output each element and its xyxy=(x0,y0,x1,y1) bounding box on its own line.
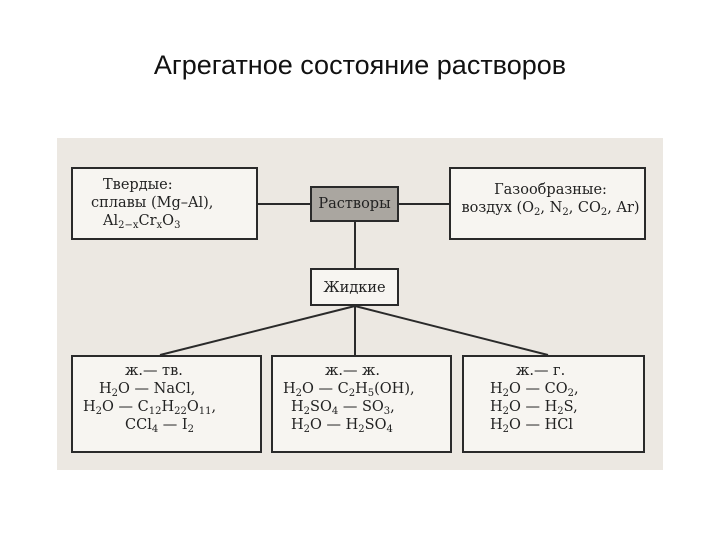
root-label: Растворы xyxy=(318,196,391,212)
connector-liquid-ls xyxy=(159,305,356,356)
box-liquid-solid: ж.— тв. H2O — NaCl, H2O — C12H22O11, CCl… xyxy=(71,355,262,453)
ll-row2: H2SO4 — SO3, xyxy=(291,399,395,417)
liquid-label: Жидкие xyxy=(323,280,386,296)
lg-row1: H2O — CO2, xyxy=(490,381,579,399)
ls-row2: H2O — C12H22O11, xyxy=(83,399,217,417)
gases-line1: воздух (O2, N2, CO2, Ar) xyxy=(461,200,640,218)
ls-row1: H2O — NaCl, xyxy=(99,381,196,399)
lg-row2: H2O — H2S, xyxy=(490,399,578,417)
ll-row3: H2O — H2SO4 xyxy=(291,417,393,435)
solids-line2: Al2−xCrxO3 xyxy=(103,213,181,231)
box-liquid-gas: ж.— г. H2O — CO2, H2O — H2S, H2O — HCl xyxy=(462,355,645,453)
ll-title: ж.— ж. xyxy=(325,363,381,379)
solids-title: Твердые: xyxy=(103,177,173,193)
ll-row1: H2O — C2H5(OH), xyxy=(283,381,415,399)
connector-liquid-lg xyxy=(354,305,549,356)
box-gases: Газообразные: воздух (O2, N2, CO2, Ar) xyxy=(449,167,646,240)
box-solids: Твердые: сплавы (Mg–Al), Al2−xCrxO3 xyxy=(71,167,258,240)
ls-title: ж.— тв. xyxy=(125,363,183,379)
lg-row3: H2O — HCl xyxy=(490,417,574,435)
box-liquid: Жидкие xyxy=(310,268,399,306)
solids-line1: сплавы (Mg–Al), xyxy=(91,195,214,211)
box-liquid-liquid: ж.— ж. H2O — C2H5(OH), H2SO4 — SO3, H2O … xyxy=(271,355,452,453)
box-root: Растворы xyxy=(310,186,399,222)
slide-title: Агрегатное состояние растворов xyxy=(153,50,567,80)
gases-title: Газообразные: xyxy=(494,182,607,198)
ls-row3: CCl4 — I2 xyxy=(125,417,195,435)
lg-title: ж.— г. xyxy=(516,363,566,379)
